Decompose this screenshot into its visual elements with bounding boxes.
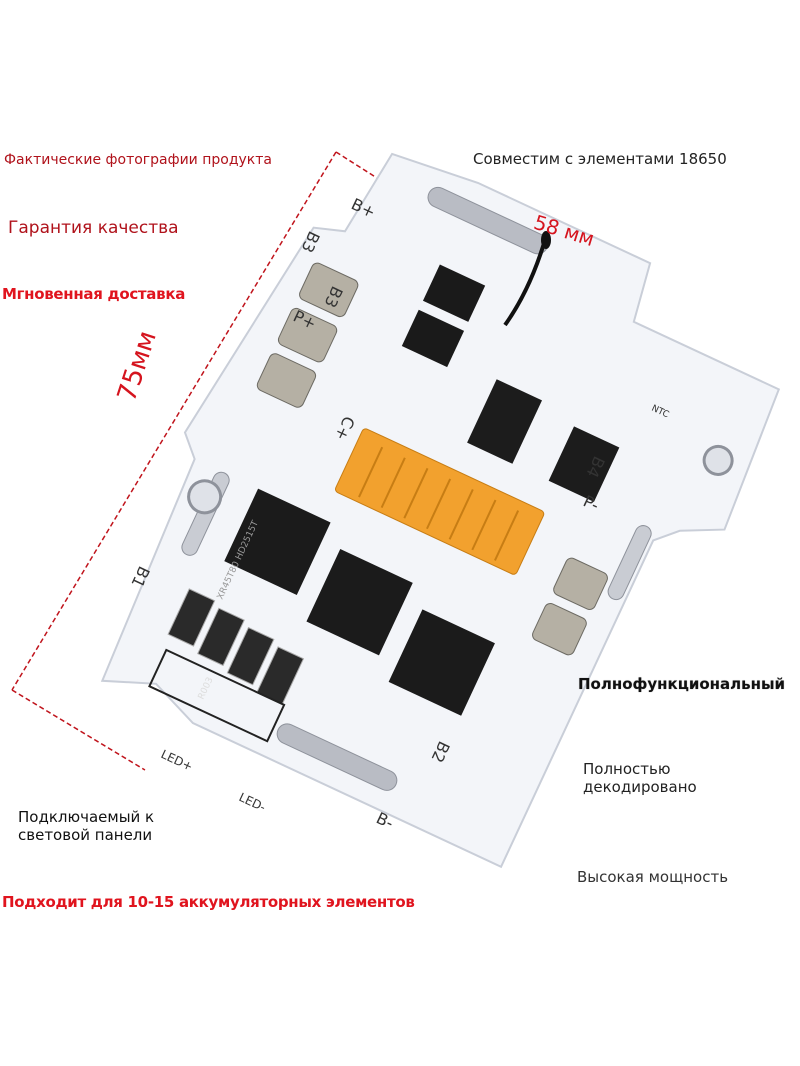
- label-led-plus: LED+: [159, 747, 195, 774]
- mosfet: [306, 549, 413, 656]
- caption-compatible-18650: Совместим с элементами 18650: [473, 150, 727, 168]
- fuse-clip: [299, 262, 359, 318]
- caption-fully-decoded: Полностью декодировано: [583, 760, 697, 796]
- ic-chip: [422, 264, 486, 322]
- caption-cell-count: Подходит для 10-15 аккумуляторных элемен…: [2, 893, 415, 911]
- pcb-board: [100, 152, 781, 869]
- resistor: [226, 626, 275, 686]
- label-p-minus: P-: [580, 491, 602, 515]
- fuse-clip: [256, 353, 317, 408]
- caption-full-featured: Полнофункциональный: [578, 675, 786, 693]
- fuse-clip: [277, 307, 338, 363]
- ic-chip: [467, 379, 542, 464]
- ntc-thermistor: [541, 231, 551, 249]
- label-b-minus: B-: [373, 808, 396, 832]
- slot-b-minus: [276, 723, 398, 791]
- fuse-clip: [553, 557, 608, 611]
- caption-instant-delivery: Мгновенная доставка: [2, 285, 186, 303]
- caption-high-power: Высокая мощность: [577, 868, 729, 886]
- ntc-wire: [503, 239, 547, 327]
- slot-b4: [607, 525, 652, 601]
- caption-light-panel: Подключаемый к световой панели: [18, 808, 155, 844]
- mounting-hole: [187, 479, 223, 515]
- resistor: [167, 588, 216, 647]
- caption-actual-photos: Фактические фотографии продукта: [4, 152, 272, 168]
- led-connector-footprint: [148, 648, 286, 743]
- mounting-hole: [702, 444, 734, 476]
- mosfet: [224, 488, 331, 595]
- resistor: [197, 607, 245, 667]
- caption-quality-guarantee: Гарантия качества: [8, 218, 179, 238]
- fuse-clip: [532, 602, 587, 656]
- ic-chip: [548, 426, 620, 502]
- label-led-minus: LED-: [237, 790, 268, 814]
- ic-chip: [401, 309, 465, 368]
- mosfet: [388, 609, 495, 716]
